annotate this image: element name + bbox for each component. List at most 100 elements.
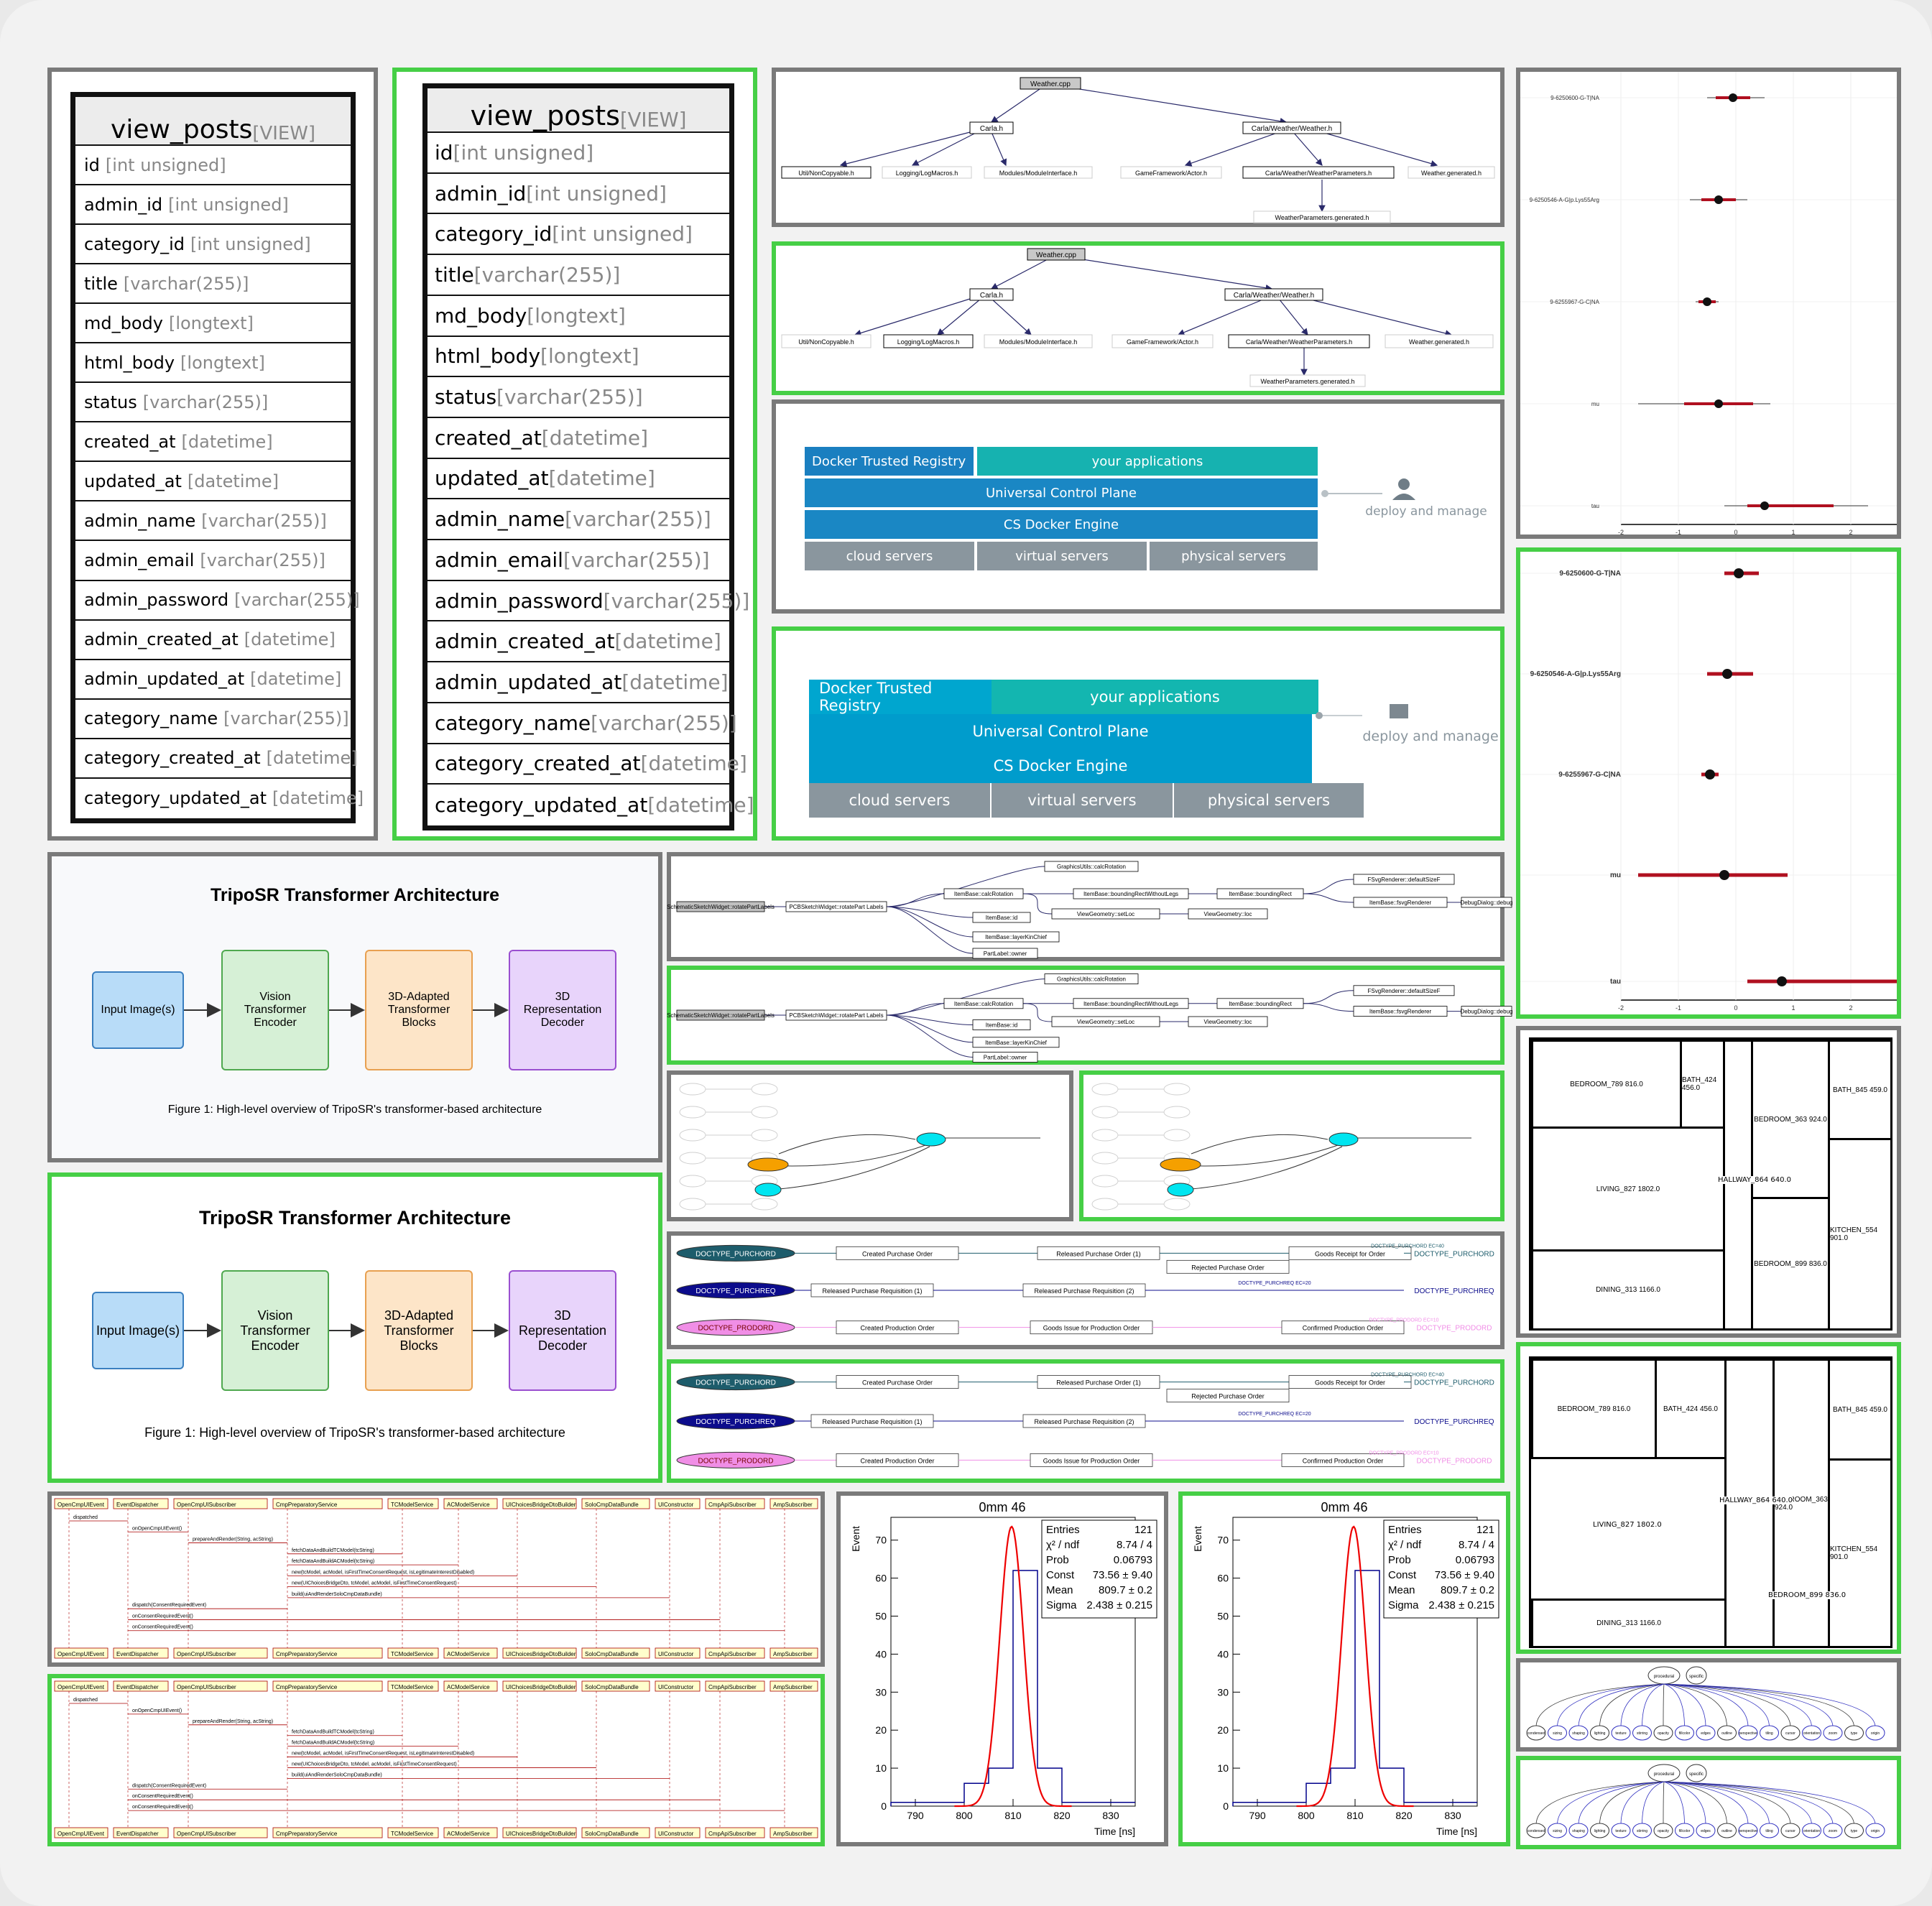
message-label: prepareAndRender(String, acString) xyxy=(193,1719,273,1724)
graph-node xyxy=(676,901,765,912)
ucp-block: Universal Control Plane xyxy=(805,478,1318,507)
participant xyxy=(581,1647,650,1659)
x-tick-label: 2 xyxy=(1849,529,1852,536)
edge-label: DOCTYPE_PURCHREQ EC=20 xyxy=(1238,1412,1311,1417)
column-type: [int unsigned] xyxy=(453,140,594,165)
participant xyxy=(769,1647,818,1659)
db-table-panel-gray: view_posts[VIEW]id[int unsigned]admin_id… xyxy=(47,68,378,841)
tree-edge xyxy=(1663,1781,1876,1826)
state-node xyxy=(679,1129,706,1142)
tree-leaf-label: type xyxy=(1851,1829,1858,1833)
y-tick-label: 20 xyxy=(875,1724,887,1736)
deploy-manage-label: deploy and manage xyxy=(1365,504,1487,519)
state-node xyxy=(751,1198,778,1211)
step-label: Goods Receipt for Order xyxy=(1315,1250,1385,1257)
tree-leaf xyxy=(1568,1725,1589,1741)
tree-leaf xyxy=(1653,1725,1673,1741)
state-node xyxy=(1163,1083,1191,1096)
diagram-title: TripoSR Transformer Architecture xyxy=(211,885,499,905)
tree-leaf-label: outline xyxy=(1721,1829,1732,1833)
row-label: mu xyxy=(1591,401,1599,407)
row-label: 9-6250546-A-G|p.Lys55Arg xyxy=(1530,670,1621,678)
column-name: admin_updated_at xyxy=(84,669,245,690)
step-label: Released Purchase Requisition (2) xyxy=(1034,1418,1134,1425)
table-name: view_posts xyxy=(470,100,620,131)
table-row: admin_password[varchar(255)] xyxy=(427,581,749,622)
graph-node xyxy=(972,1052,1038,1063)
tree-leaf xyxy=(1548,1725,1567,1741)
tree-leaf-label: opacity xyxy=(1658,1731,1669,1736)
node-label: ItemBase::layerKinChief xyxy=(985,1040,1048,1046)
user-icon xyxy=(1321,478,1415,500)
table-row: admin_name[varchar(255)] xyxy=(75,501,351,542)
tree-leaf-label: origin xyxy=(1871,1731,1880,1736)
state-node xyxy=(1091,1083,1119,1096)
row-label: 9-6250600-G-T|NA xyxy=(1550,95,1600,101)
tree-edge xyxy=(1663,1683,1727,1728)
chart-title: 0mm 46 xyxy=(1321,1500,1367,1514)
column-type: [int unsigned] xyxy=(526,181,667,205)
graph-node xyxy=(972,931,1060,943)
participant xyxy=(502,1498,577,1509)
step-label: Goods Receipt for Order xyxy=(1315,1379,1385,1387)
node-label: FSvgRenderer::defaultSizeF xyxy=(1368,876,1441,883)
column-name: admin_id xyxy=(435,181,527,205)
column-type: [varchar(255)] xyxy=(200,550,325,570)
point-estimate xyxy=(1714,195,1723,204)
message-label: prepareAndRender(String, acString) xyxy=(193,1537,273,1542)
column-name: updated_at xyxy=(435,466,549,491)
participant-label: CmpPreparatoryService xyxy=(276,1502,338,1508)
y-tick-label: 0 xyxy=(881,1800,887,1812)
point-estimate xyxy=(1729,93,1737,102)
stat-name: Prob xyxy=(1388,1554,1411,1566)
tree-leaf-label: fillcolor xyxy=(1679,1829,1691,1833)
tree-leaf xyxy=(1823,1823,1843,1838)
edge-label: DOCTYPE_PURCHORD EC=40 xyxy=(1371,1244,1444,1249)
sequence-diagram: OpenCmpUIEventOpenCmpUIEventEventDispatc… xyxy=(54,1498,818,1659)
edge xyxy=(1022,893,1053,915)
node-label: PCBSketchWidget::rotatePart Labels xyxy=(789,904,883,910)
x-tick-label: 790 xyxy=(907,1810,924,1821)
histogram-bars xyxy=(890,1570,1135,1806)
stat-name: χ² / ndf xyxy=(1046,1539,1080,1551)
column-type: [int unsigned] xyxy=(190,233,311,254)
tree-edge xyxy=(1663,1683,1854,1728)
tree-edge xyxy=(1620,1781,1665,1826)
table-row: created_at[datetime] xyxy=(75,422,351,463)
edge xyxy=(886,906,974,938)
participant-label: EventDispatcher xyxy=(116,1684,159,1690)
stat-name: χ² / ndf xyxy=(1388,1539,1422,1551)
y-tick-label: 50 xyxy=(875,1611,887,1622)
doctype-target-label: DOCTYPE_PURCHORD xyxy=(1414,1250,1494,1258)
tree-leaf-label: stirring xyxy=(1637,1731,1647,1736)
y-tick-label: 70 xyxy=(875,1535,887,1546)
step-label: Goods Issue for Production Order xyxy=(1043,1457,1140,1464)
message-label: onConsentRequiredEvent() xyxy=(132,1614,193,1619)
participant-label: CmpApiSubscriber xyxy=(708,1684,757,1690)
x-tick-label: 0 xyxy=(1734,529,1737,536)
column-type: [datetime] xyxy=(250,669,342,690)
column-type: [int unsigned] xyxy=(552,222,693,246)
stat-name: Entries xyxy=(1388,1524,1422,1536)
node-label: ItemBase::boundingRectWithoutLegs xyxy=(1083,1001,1178,1007)
node-label: PCBSketchWidget::rotatePart Labels xyxy=(789,1012,883,1019)
table-row: html_body[longtext] xyxy=(75,343,351,384)
tree-leaf xyxy=(1717,1823,1737,1838)
stat-value: 121 xyxy=(1476,1524,1494,1536)
tree-leaf-label: type xyxy=(1851,1731,1858,1736)
message-label: new(UIChoicesBridgeDto, tcModel, acModel… xyxy=(292,1762,457,1767)
stat-name: Mean xyxy=(1046,1584,1073,1596)
column-name: admin_password xyxy=(435,588,604,613)
participant-label: EventDispatcher xyxy=(116,1831,159,1837)
row-label: 9-6255967-G-C|NA xyxy=(1550,299,1599,305)
floorplan-panel-gray: BEDROOM_789 816.0 BATH_424 456.0 BEDROOM… xyxy=(1516,1026,1901,1338)
state-node xyxy=(751,1083,778,1096)
node-label: GraphicsUtils::calcRotation xyxy=(1057,976,1126,983)
message-label: fetchDataAndBuildACModel(tcString) xyxy=(292,1559,374,1564)
